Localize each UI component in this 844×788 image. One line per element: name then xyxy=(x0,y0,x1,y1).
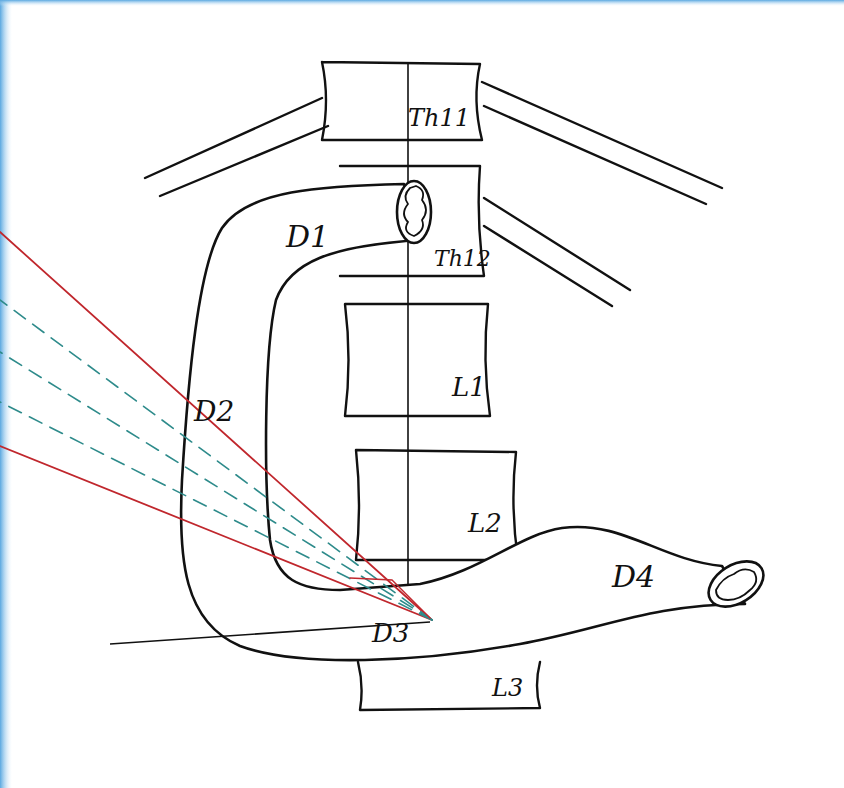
part-label: L1 xyxy=(452,374,486,400)
mucosa-fold xyxy=(716,569,756,600)
part-label: Th11 xyxy=(408,106,470,130)
midline xyxy=(407,62,409,604)
rib-line xyxy=(484,198,630,290)
part-label: D2 xyxy=(194,398,234,426)
dashed-line xyxy=(0,352,432,620)
mucosa-fold xyxy=(404,186,426,236)
duodenum-lumen-d1 xyxy=(397,181,431,243)
dashed-line xyxy=(0,300,432,620)
part-label: Th12 xyxy=(434,248,491,270)
vertebra-l1 xyxy=(345,304,490,416)
rib-line xyxy=(482,82,722,188)
part-label: L2 xyxy=(468,510,502,536)
red-line xyxy=(0,446,432,620)
duodenum-lumen-d4 xyxy=(700,552,771,616)
frame-edge xyxy=(0,0,844,6)
frame-edge xyxy=(0,0,12,788)
part-label: D3 xyxy=(372,620,409,646)
dashed-line xyxy=(0,402,432,620)
vertebra-th11 xyxy=(322,62,482,140)
part-label: D4 xyxy=(612,562,655,592)
red-line xyxy=(350,578,430,618)
part-label: L3 xyxy=(492,676,523,700)
vertebra-l3 xyxy=(358,662,540,710)
rib-line xyxy=(484,226,612,306)
vertebra-l2 xyxy=(356,450,518,560)
angle-lines xyxy=(0,232,432,620)
duodenum-outline xyxy=(181,184,745,660)
rib-line xyxy=(484,106,706,204)
part-label: D1 xyxy=(286,222,329,252)
duodenum xyxy=(181,181,772,660)
red-line xyxy=(0,232,432,620)
rib-line xyxy=(160,126,328,196)
